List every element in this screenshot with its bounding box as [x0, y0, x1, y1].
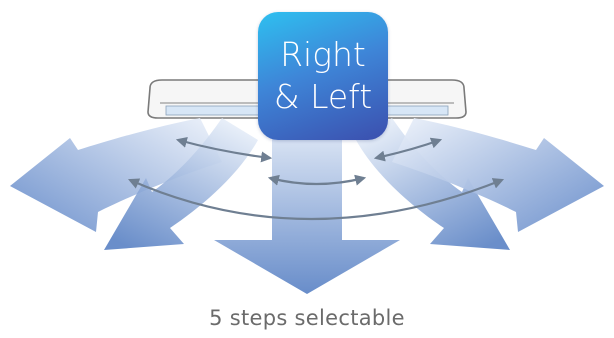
caption-text: 5 steps selectable [209, 306, 405, 330]
airflow-arrow-far-right [392, 118, 604, 232]
swing-arrow-right-pair [373, 137, 443, 162]
airflow-arrow-far-left [10, 118, 222, 232]
swing-arrows [127, 137, 505, 221]
badge-line-2: & Left [273, 77, 373, 116]
swing-arrow-wide [127, 178, 505, 221]
airflow-arrow-center [214, 118, 400, 294]
right-left-badge: Right & Left [258, 12, 388, 140]
badge-line-1: Right [280, 35, 366, 74]
swing-arrow-left-pair [175, 137, 273, 163]
